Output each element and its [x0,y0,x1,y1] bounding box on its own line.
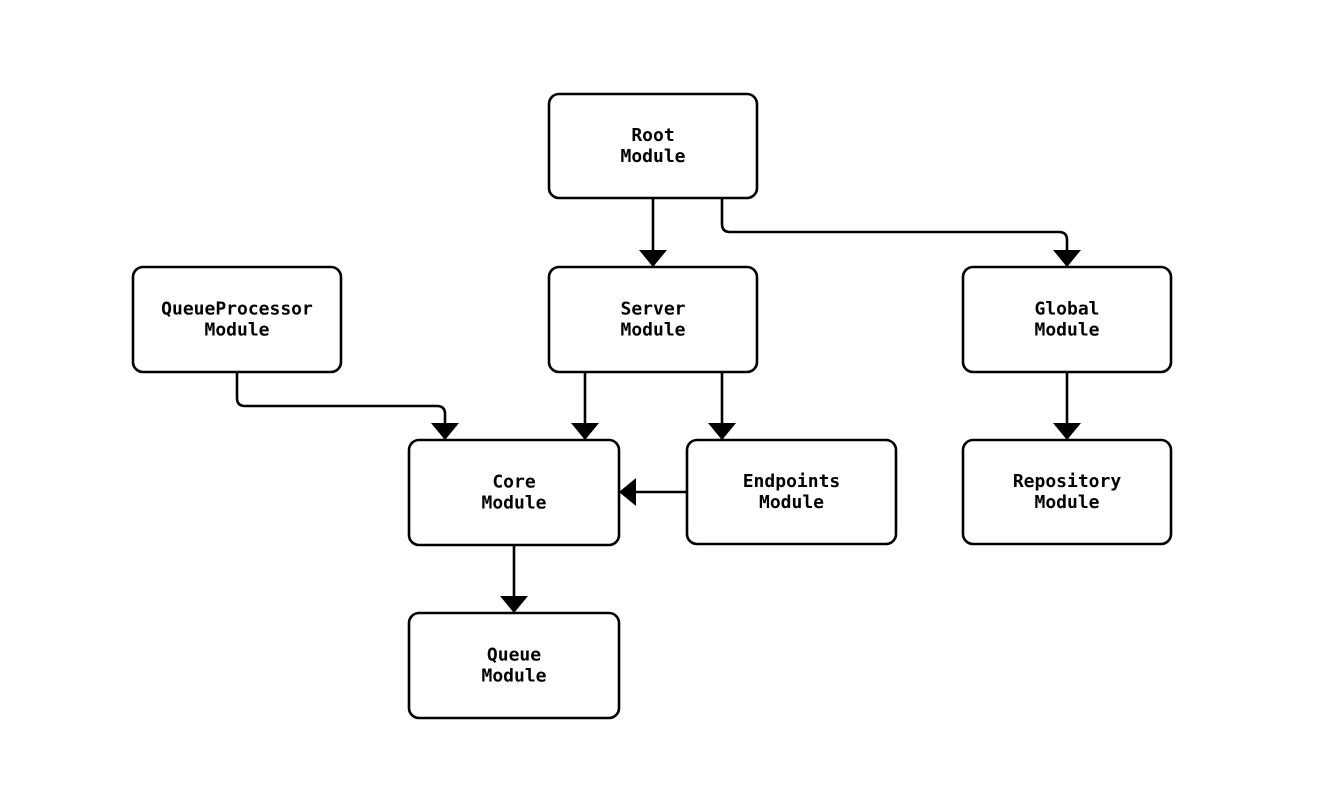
arrowhead-icon [1053,423,1081,440]
edge-core-to-queue [500,545,528,613]
edge-global-to-repository [1053,372,1081,440]
arrowhead-icon [619,478,636,506]
arrowhead-icon [571,423,599,440]
edge-queueprocessor-to-core [235,372,459,440]
arrowhead-icon [431,423,459,440]
edge-line [235,372,447,440]
arrowhead-icon [500,596,528,613]
arrowhead-icon [708,423,736,440]
arrowhead-icon [639,250,667,267]
edge-root-to-server [639,198,667,267]
edge-line [720,198,1069,267]
arrowhead-icon [1053,250,1081,267]
edge-root-to-global [720,198,1081,267]
edge-endpoints-to-core [619,478,687,506]
edge-server-to-core [571,372,599,440]
edge-server-to-endpoints [708,372,736,440]
